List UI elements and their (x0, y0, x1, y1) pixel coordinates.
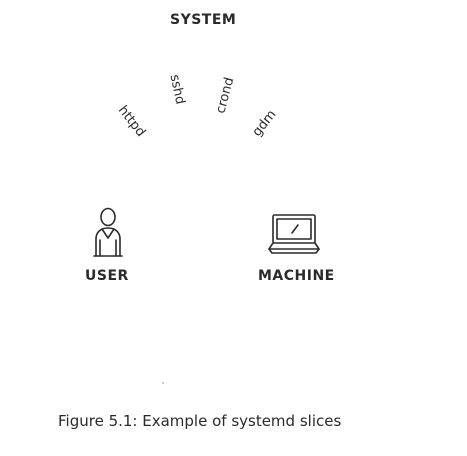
user-slice-label: USER (85, 268, 129, 284)
person-icon (93, 207, 123, 257)
figure-caption: Figure 5.1: Example of systemd slices (58, 412, 342, 430)
service-gdm-label: gdm (249, 107, 280, 140)
service-crond-label: crond (213, 75, 238, 116)
stray-dot (162, 382, 164, 384)
service-httpd-label: httpd (114, 103, 149, 140)
laptop-icon (268, 214, 320, 254)
system-slice-label: SYSTEM (170, 12, 237, 28)
machine-slice-label: MACHINE (258, 268, 335, 284)
service-sshd-label: sshd (166, 73, 188, 106)
